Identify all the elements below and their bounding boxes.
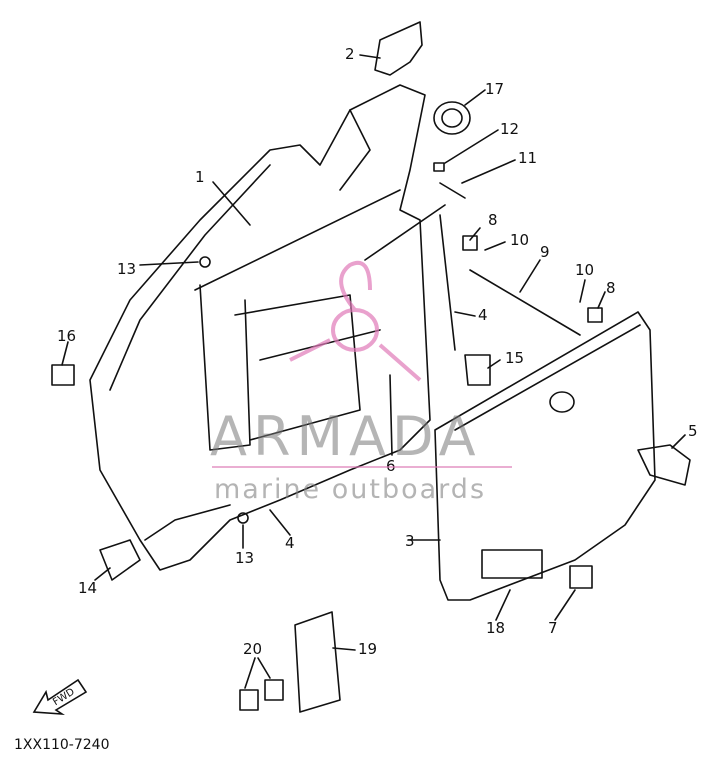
- rod-part: [469, 269, 581, 336]
- label-part-18: 18: [486, 619, 506, 637]
- label-part-10a: 10: [510, 231, 530, 249]
- label-part-15: 15: [505, 349, 525, 367]
- label-part-1: 1: [195, 168, 205, 186]
- label-part-3: 3: [405, 532, 415, 550]
- fwd-arrow-icon: FWD: [30, 672, 92, 726]
- bracket-part: [374, 21, 423, 76]
- label-part-16: 16: [57, 327, 77, 345]
- label-part-8a: 8: [488, 211, 498, 229]
- label-part-20: 20: [243, 640, 263, 658]
- housing-part: [89, 84, 431, 571]
- watermark-tagline: marine outboards: [214, 474, 487, 505]
- label-part-2: 2: [345, 45, 355, 63]
- grommet-part: [433, 101, 471, 135]
- label-part-5: 5: [688, 422, 698, 440]
- label-part-11: 11: [518, 149, 538, 167]
- watermark-underline: [212, 466, 512, 468]
- drawing-code: 1XX110-7240: [14, 737, 110, 753]
- label-part-17: 17: [485, 80, 505, 98]
- label-part-12: 12: [500, 120, 520, 138]
- label-part-14: 14: [78, 579, 98, 597]
- label-part-7: 7: [548, 619, 558, 637]
- cover-part: [434, 311, 656, 601]
- label-part-19: 19: [358, 640, 378, 658]
- label-part-8b: 8: [606, 279, 616, 297]
- label-part-4a: 4: [478, 306, 488, 324]
- watermark-brand: ARMADA: [210, 405, 482, 468]
- label-part-13b: 13: [235, 549, 255, 567]
- plate-part: [294, 611, 341, 713]
- label-part-13a: 13: [117, 260, 137, 278]
- label-part-10b: 10: [575, 261, 595, 279]
- label-part-9: 9: [540, 243, 550, 261]
- label-part-4b: 4: [285, 534, 295, 552]
